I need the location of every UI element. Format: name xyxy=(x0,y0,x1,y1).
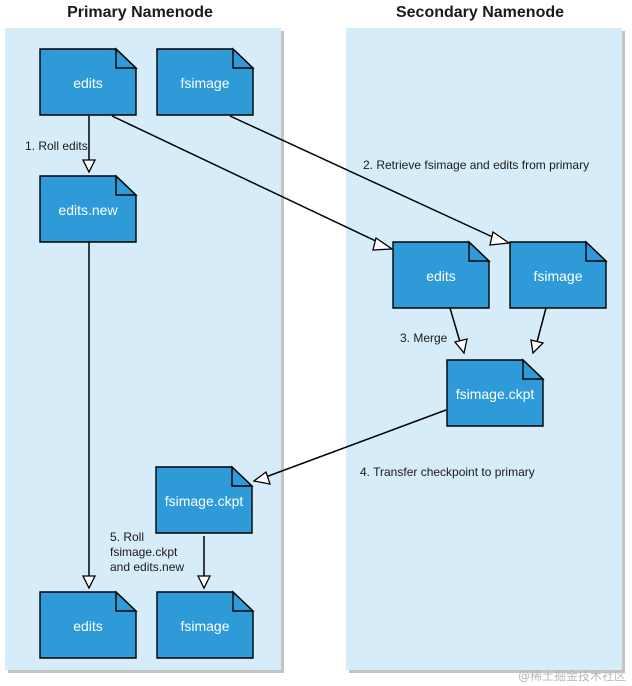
file-label: edits xyxy=(73,75,103,91)
file-corner-fold xyxy=(115,590,138,612)
file-node-primary-fsimage-ckpt: fsimage.ckpt xyxy=(155,465,254,534)
file-label: fsimage.ckpt xyxy=(456,386,535,402)
file-label: fsimage.ckpt xyxy=(165,493,244,509)
step-labels: 1. Roll edits 2. Retrieve fsimage and ed… xyxy=(25,139,589,574)
arrowhead-transfer-checkpoint xyxy=(252,470,271,485)
step-label-roll-line-3: and edits.new xyxy=(110,560,184,574)
edge-transfer-checkpoint xyxy=(262,409,447,479)
file-node-secondary-edits: edits xyxy=(392,240,491,309)
file-nodes: edits fsimage edits.new edits fsimage xyxy=(39,47,608,659)
file-label: fsimage xyxy=(180,618,229,634)
edges xyxy=(81,115,547,590)
file-corner-fold xyxy=(232,47,255,69)
file-label: edits.new xyxy=(58,202,118,218)
file-node-primary-fsimage: fsimage xyxy=(156,47,255,116)
file-corner-fold xyxy=(115,174,138,196)
primary-namenode-lane: Primary Namenode xyxy=(5,4,284,673)
file-node-primary-edits: edits xyxy=(39,47,138,116)
file-corner-fold xyxy=(232,590,255,612)
edge-merge-edits xyxy=(449,307,461,343)
file-corner-fold xyxy=(231,465,254,487)
arrowhead-retrieve-fsimage xyxy=(489,230,511,246)
arrowhead-roll-fsimage-ckpt xyxy=(196,575,212,590)
step-label-roll-line-1: 5. Roll xyxy=(110,530,144,544)
file-label: fsimage xyxy=(180,75,229,91)
step-label-retrieve: 2. Retrieve fsimage and edits from prima… xyxy=(363,158,589,172)
file-node-primary-edits-new: edits.new xyxy=(39,174,138,243)
file-corner-fold xyxy=(468,240,491,262)
file-shape xyxy=(156,48,254,116)
file-shape xyxy=(392,241,490,309)
secondary-lane-title: Secondary Namenode xyxy=(396,4,564,21)
file-shape xyxy=(156,591,254,659)
step-label-roll-line-2: fsimage.ckpt xyxy=(110,545,178,559)
arrowhead-roll-edits-new xyxy=(81,575,97,590)
primary-lane-title: Primary Namenode xyxy=(67,4,213,21)
step-label-roll-edits: 1. Roll edits xyxy=(25,139,88,153)
file-corner-fold xyxy=(522,358,545,380)
file-label: fsimage xyxy=(533,268,582,284)
arrowhead-roll-edits xyxy=(81,159,97,174)
file-shape xyxy=(39,591,137,659)
file-corner-fold xyxy=(585,240,608,262)
edge-retrieve-edits xyxy=(111,115,383,245)
file-shape xyxy=(509,241,607,309)
file-shape xyxy=(39,48,137,116)
watermark: @稀土掘金技术社区 xyxy=(518,668,626,683)
file-shape xyxy=(155,466,253,534)
file-shape xyxy=(446,359,544,427)
file-label: edits xyxy=(426,268,456,284)
file-corner-fold xyxy=(115,47,138,69)
arrowhead-retrieve-edits xyxy=(372,236,394,251)
file-label: edits xyxy=(73,618,103,634)
edge-retrieve-fsimage xyxy=(229,115,498,240)
primary-lane-background xyxy=(5,28,281,670)
step-label-transfer: 4. Transfer checkpoint to primary xyxy=(360,465,535,479)
secondary-lane-background xyxy=(346,28,622,670)
file-node-primary-edits-final: edits xyxy=(39,590,138,659)
edge-merge-fsimage xyxy=(536,307,547,343)
secondary-namenode-lane: Secondary Namenode xyxy=(346,4,625,673)
file-shape xyxy=(39,175,137,243)
file-node-secondary-fsimage-ckpt: fsimage.ckpt xyxy=(446,358,545,427)
file-node-primary-fsimage-final: fsimage xyxy=(156,590,255,659)
arrowhead-merge-fsimage xyxy=(530,339,545,355)
step-label-merge: 3. Merge xyxy=(400,331,448,345)
arrowhead-merge-edits xyxy=(453,338,468,355)
file-node-secondary-fsimage: fsimage xyxy=(509,240,608,309)
